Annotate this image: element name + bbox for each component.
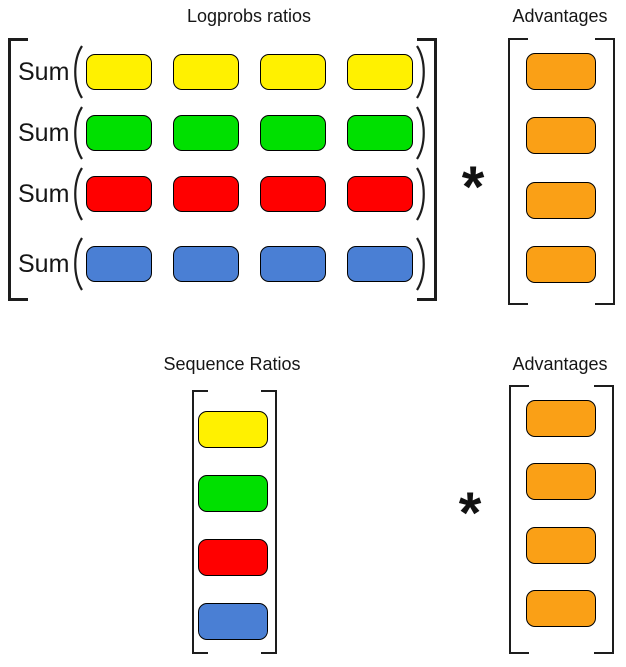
right-paren-icon bbox=[416, 106, 425, 160]
blue-cell bbox=[260, 246, 326, 282]
matrix-left-bracket bbox=[8, 38, 28, 301]
red-cell bbox=[347, 176, 413, 212]
left-paren-icon bbox=[74, 237, 83, 291]
green-cell bbox=[347, 115, 413, 151]
logprobs-ratios-title: Logprobs ratios bbox=[186, 6, 312, 26]
right-paren-icon bbox=[416, 45, 425, 99]
red-cell bbox=[173, 176, 239, 212]
matrix-row-red: Sum bbox=[16, 165, 429, 223]
row-blocks bbox=[86, 246, 413, 282]
yellow-cell bbox=[86, 54, 152, 90]
row-blocks bbox=[86, 115, 413, 151]
yellow-cell bbox=[198, 411, 268, 448]
orange-cell bbox=[526, 400, 596, 437]
blue-cell bbox=[198, 603, 268, 640]
green-cell bbox=[198, 475, 268, 512]
vector-left-bracket bbox=[509, 385, 529, 654]
orange-cell bbox=[526, 245, 596, 283]
red-cell bbox=[260, 176, 326, 212]
orange-cell bbox=[526, 463, 596, 501]
orange-cell bbox=[526, 181, 596, 219]
blue-cell bbox=[86, 246, 152, 282]
sum-label: Sum bbox=[18, 249, 70, 278]
left-paren-icon bbox=[74, 106, 83, 160]
vector-blocks bbox=[526, 38, 596, 305]
red-cell bbox=[198, 539, 268, 576]
orange-cell bbox=[526, 526, 596, 564]
yellow-cell bbox=[260, 54, 326, 90]
left-paren-icon bbox=[74, 167, 83, 221]
yellow-cell bbox=[347, 54, 413, 90]
orange-cell bbox=[526, 117, 596, 155]
orange-cell bbox=[526, 589, 596, 627]
vector-right-bracket bbox=[595, 38, 615, 305]
green-cell bbox=[173, 115, 239, 151]
green-cell bbox=[86, 115, 152, 151]
right-paren-icon bbox=[416, 167, 425, 221]
sum-label: Sum bbox=[18, 179, 70, 208]
matrix-row-yellow: Sum bbox=[16, 43, 429, 101]
left-paren-icon bbox=[74, 45, 83, 99]
sum-label: Sum bbox=[18, 118, 70, 147]
sequence-ratios-vector bbox=[192, 390, 277, 654]
matrix-row-green: Sum bbox=[16, 104, 429, 162]
matrix-row-blue: Sum bbox=[16, 235, 429, 293]
green-cell bbox=[260, 115, 326, 151]
advantages-title-bottom: Advantages bbox=[512, 354, 608, 374]
advantages-vector-top bbox=[508, 38, 615, 305]
advantages-vector-bottom bbox=[509, 385, 614, 654]
blue-cell bbox=[173, 246, 239, 282]
blue-cell bbox=[347, 246, 413, 282]
red-cell bbox=[86, 176, 152, 212]
multiply-operator-top: * bbox=[461, 155, 485, 220]
sum-label: Sum bbox=[18, 57, 70, 86]
advantages-title-top: Advantages bbox=[512, 6, 608, 26]
row-blocks bbox=[86, 54, 413, 90]
yellow-cell bbox=[173, 54, 239, 90]
matrix-right-bracket bbox=[417, 38, 437, 301]
orange-cell bbox=[526, 53, 596, 90]
vector-right-bracket bbox=[261, 390, 277, 654]
vector-blocks bbox=[198, 390, 268, 654]
sequence-ratios-title: Sequence Ratios bbox=[163, 354, 301, 374]
vector-left-bracket bbox=[508, 38, 528, 305]
multiply-operator-bottom: * bbox=[458, 481, 482, 546]
right-paren-icon bbox=[416, 237, 425, 291]
vector-right-bracket bbox=[594, 385, 614, 654]
vector-left-bracket bbox=[192, 390, 208, 654]
row-blocks bbox=[86, 176, 413, 212]
vector-blocks bbox=[526, 385, 596, 654]
